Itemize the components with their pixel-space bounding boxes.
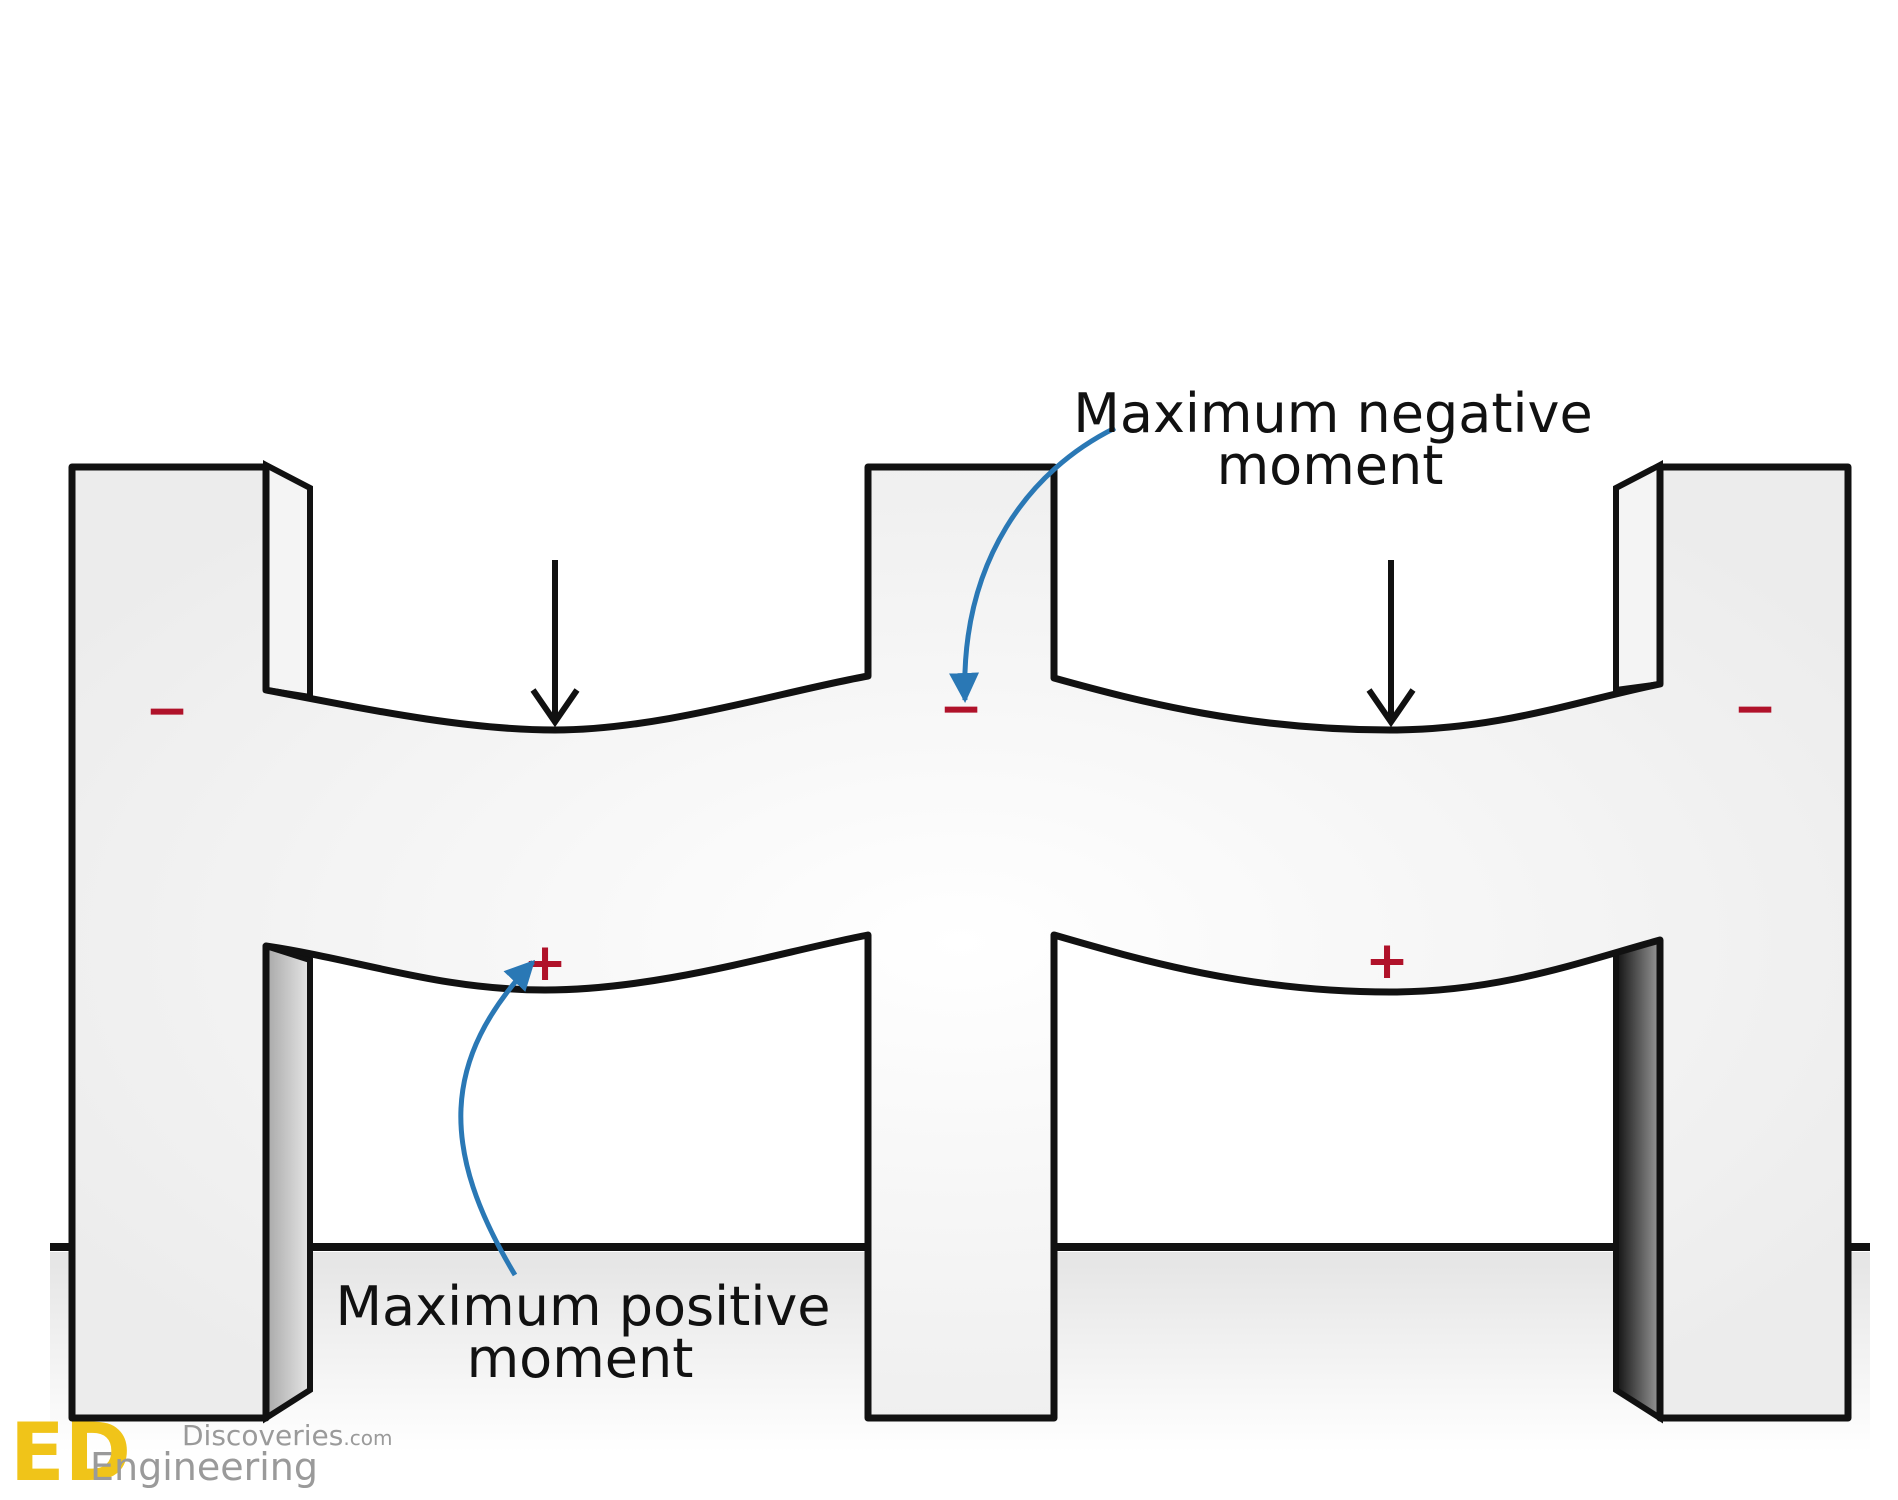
negative-sign-right: − bbox=[1733, 679, 1777, 739]
left-column-side-face-bottom bbox=[263, 941, 313, 1424]
positive-moment-label-line2: moment bbox=[467, 1327, 694, 1390]
positive-sign-right: + bbox=[1365, 931, 1409, 991]
logo-monogram: ED bbox=[10, 1406, 131, 1499]
engineering-discoveries-logo: ED Discoveries.com Engineering bbox=[10, 1406, 392, 1499]
negative-moment-label-line1: Maximum negative bbox=[1073, 382, 1592, 445]
right-column-side-face-bottom bbox=[1613, 936, 1663, 1424]
negative-moment-label-line2: moment bbox=[1217, 434, 1444, 497]
load-arrow-right bbox=[1366, 560, 1416, 728]
frame-outline bbox=[68, 463, 1852, 1422]
positive-moment-pointer bbox=[458, 959, 536, 1277]
positive-moment-label-line1: Maximum positive bbox=[335, 1275, 830, 1338]
right-column-side-face-top bbox=[1613, 460, 1663, 694]
negative-moment-pointer bbox=[949, 425, 1117, 703]
logo-wordmark-bottom: Engineering bbox=[90, 1445, 318, 1489]
negative-sign-middle: − bbox=[939, 679, 983, 739]
left-column-side-face-top bbox=[263, 460, 313, 701]
load-arrow-left bbox=[530, 560, 580, 728]
negative-sign-left: − bbox=[145, 681, 189, 741]
logo-wordmark-top: Discoveries.com bbox=[182, 1419, 392, 1452]
